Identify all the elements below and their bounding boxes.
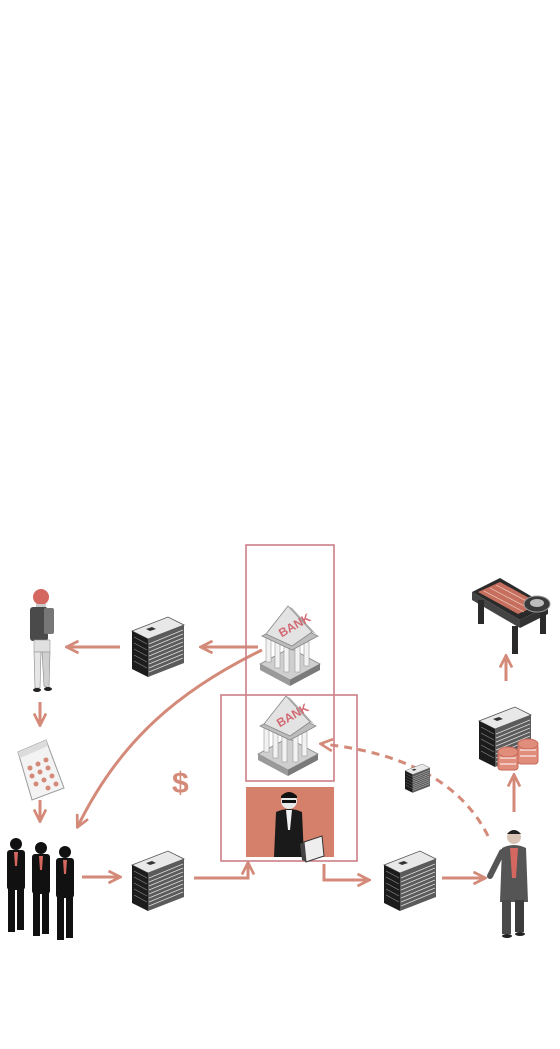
arrow-cash-to-launderer: [194, 864, 248, 880]
arrow-launderer-to-cash: [322, 864, 368, 880]
cash-small-icon: [404, 763, 431, 794]
group-of-men-icon: [7, 838, 74, 940]
arrow-bank-to-group-curve: [78, 648, 263, 826]
man-with-briefcase-icon: [246, 787, 334, 863]
cash-stack-icon: [383, 850, 437, 912]
bank-frame-top: [245, 544, 335, 782]
cash-stack-icon: [131, 616, 185, 678]
traveler-figure-icon: [30, 589, 54, 692]
dollar-sign: $: [172, 767, 189, 800]
arrow-gambler-to-bank-dashed: [322, 744, 490, 837]
cash-stack-icon: [131, 850, 185, 912]
lottery-ticket-bag-icon: [17, 739, 65, 801]
flow-arrows: [40, 647, 514, 880]
casino-chips-icon: [497, 738, 539, 771]
laundering-frame: [220, 694, 358, 862]
casino-gambler-icon: [487, 830, 528, 938]
roulette-table-icon: [472, 578, 551, 654]
bank-building-icon: BANK: [259, 605, 321, 687]
bank-building-icon: BANK: [257, 695, 319, 777]
